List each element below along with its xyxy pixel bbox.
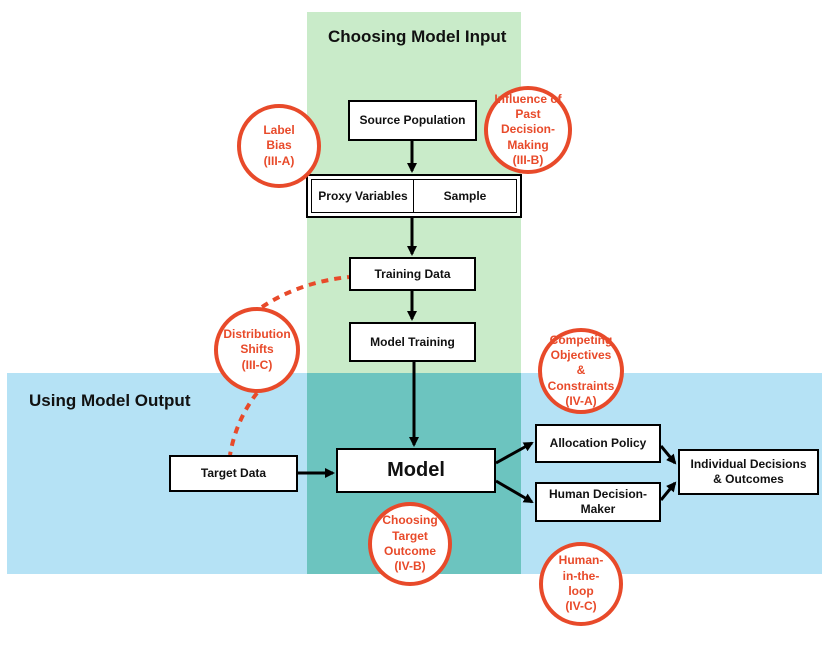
- annotation-line: Distribution: [223, 326, 291, 341]
- human-decision-maker-line: Maker: [580, 502, 616, 516]
- individual-decisions-line: Individual Decisions: [690, 457, 807, 471]
- human-in-the-loop-annotation: Human- in-the- loop (IV-C): [539, 542, 623, 626]
- human-decision-maker-box: Human Decision- Maker: [535, 482, 661, 522]
- annotation-line: (IV-B): [394, 559, 426, 574]
- annotation-line: (IV-A): [565, 394, 597, 409]
- source-population-box: Source Population: [348, 100, 477, 141]
- annotation-line: loop: [568, 584, 594, 598]
- arrow-model-to-allocation: [495, 441, 534, 465]
- annotation-line: Competing: [549, 332, 613, 347]
- target-data-box: Target Data: [169, 455, 298, 492]
- annotation-line: Shifts: [240, 342, 274, 357]
- choosing-model-input-title: Choosing Model Input: [328, 27, 507, 46]
- annotation-line: Past Decision-: [500, 106, 555, 137]
- allocation-policy-box: Allocation Policy: [535, 424, 661, 463]
- model-training-box: Model Training: [349, 322, 476, 362]
- annotation-line: & Constraints: [547, 363, 615, 393]
- annotation-line: Target: [392, 528, 428, 543]
- arrow-human-to-individual: [659, 481, 677, 501]
- annotation-line: Making: [507, 137, 549, 152]
- annotation-line: Outcome: [383, 544, 436, 558]
- choosing-target-outcome-annotation: Choosing Target Outcome (IV-B): [368, 502, 452, 586]
- dashed-link-distribution-target: [228, 391, 259, 456]
- annotation-line: Label: [263, 122, 295, 137]
- individual-decisions-line: & Outcomes: [713, 472, 784, 486]
- annotation-line: (III-B): [512, 153, 544, 168]
- arrow-model-to-human: [495, 479, 534, 504]
- annotation-line: (IV-C): [565, 599, 597, 614]
- influence-past-decision-annotation: Influence of Past Decision- Making (III-…: [484, 86, 572, 174]
- annotation-line: (III-C): [241, 357, 273, 372]
- human-decision-maker-line: Human Decision-: [548, 487, 647, 501]
- arrow-allocation-to-individual: [659, 445, 677, 465]
- annotation-line: (III-A): [263, 153, 295, 168]
- annotation-line: Human-: [558, 553, 604, 568]
- annotation-line: Objectives: [550, 347, 612, 362]
- competing-objectives-annotation: Competing Objectives & Constraints (IV-A…: [538, 328, 624, 414]
- training-data-box: Training Data: [349, 257, 476, 291]
- model-box: Model: [336, 448, 496, 493]
- label-bias-annotation: Label Bias (III-A): [237, 104, 321, 188]
- annotation-line: Influence of: [494, 91, 562, 106]
- distribution-shifts-annotation: Distribution Shifts (III-C): [214, 307, 300, 393]
- annotation-line: in-the-: [562, 568, 600, 583]
- using-model-output-title: Using Model Output: [29, 391, 191, 410]
- dashed-link-distribution-training: [260, 275, 350, 309]
- sample-box: Sample: [413, 179, 517, 213]
- individual-decisions-box: Individual Decisions & Outcomes: [678, 449, 819, 495]
- annotation-line: Bias: [266, 138, 292, 153]
- annotation-line: Choosing: [382, 513, 438, 528]
- proxy-variables-box: Proxy Variables: [311, 179, 415, 213]
